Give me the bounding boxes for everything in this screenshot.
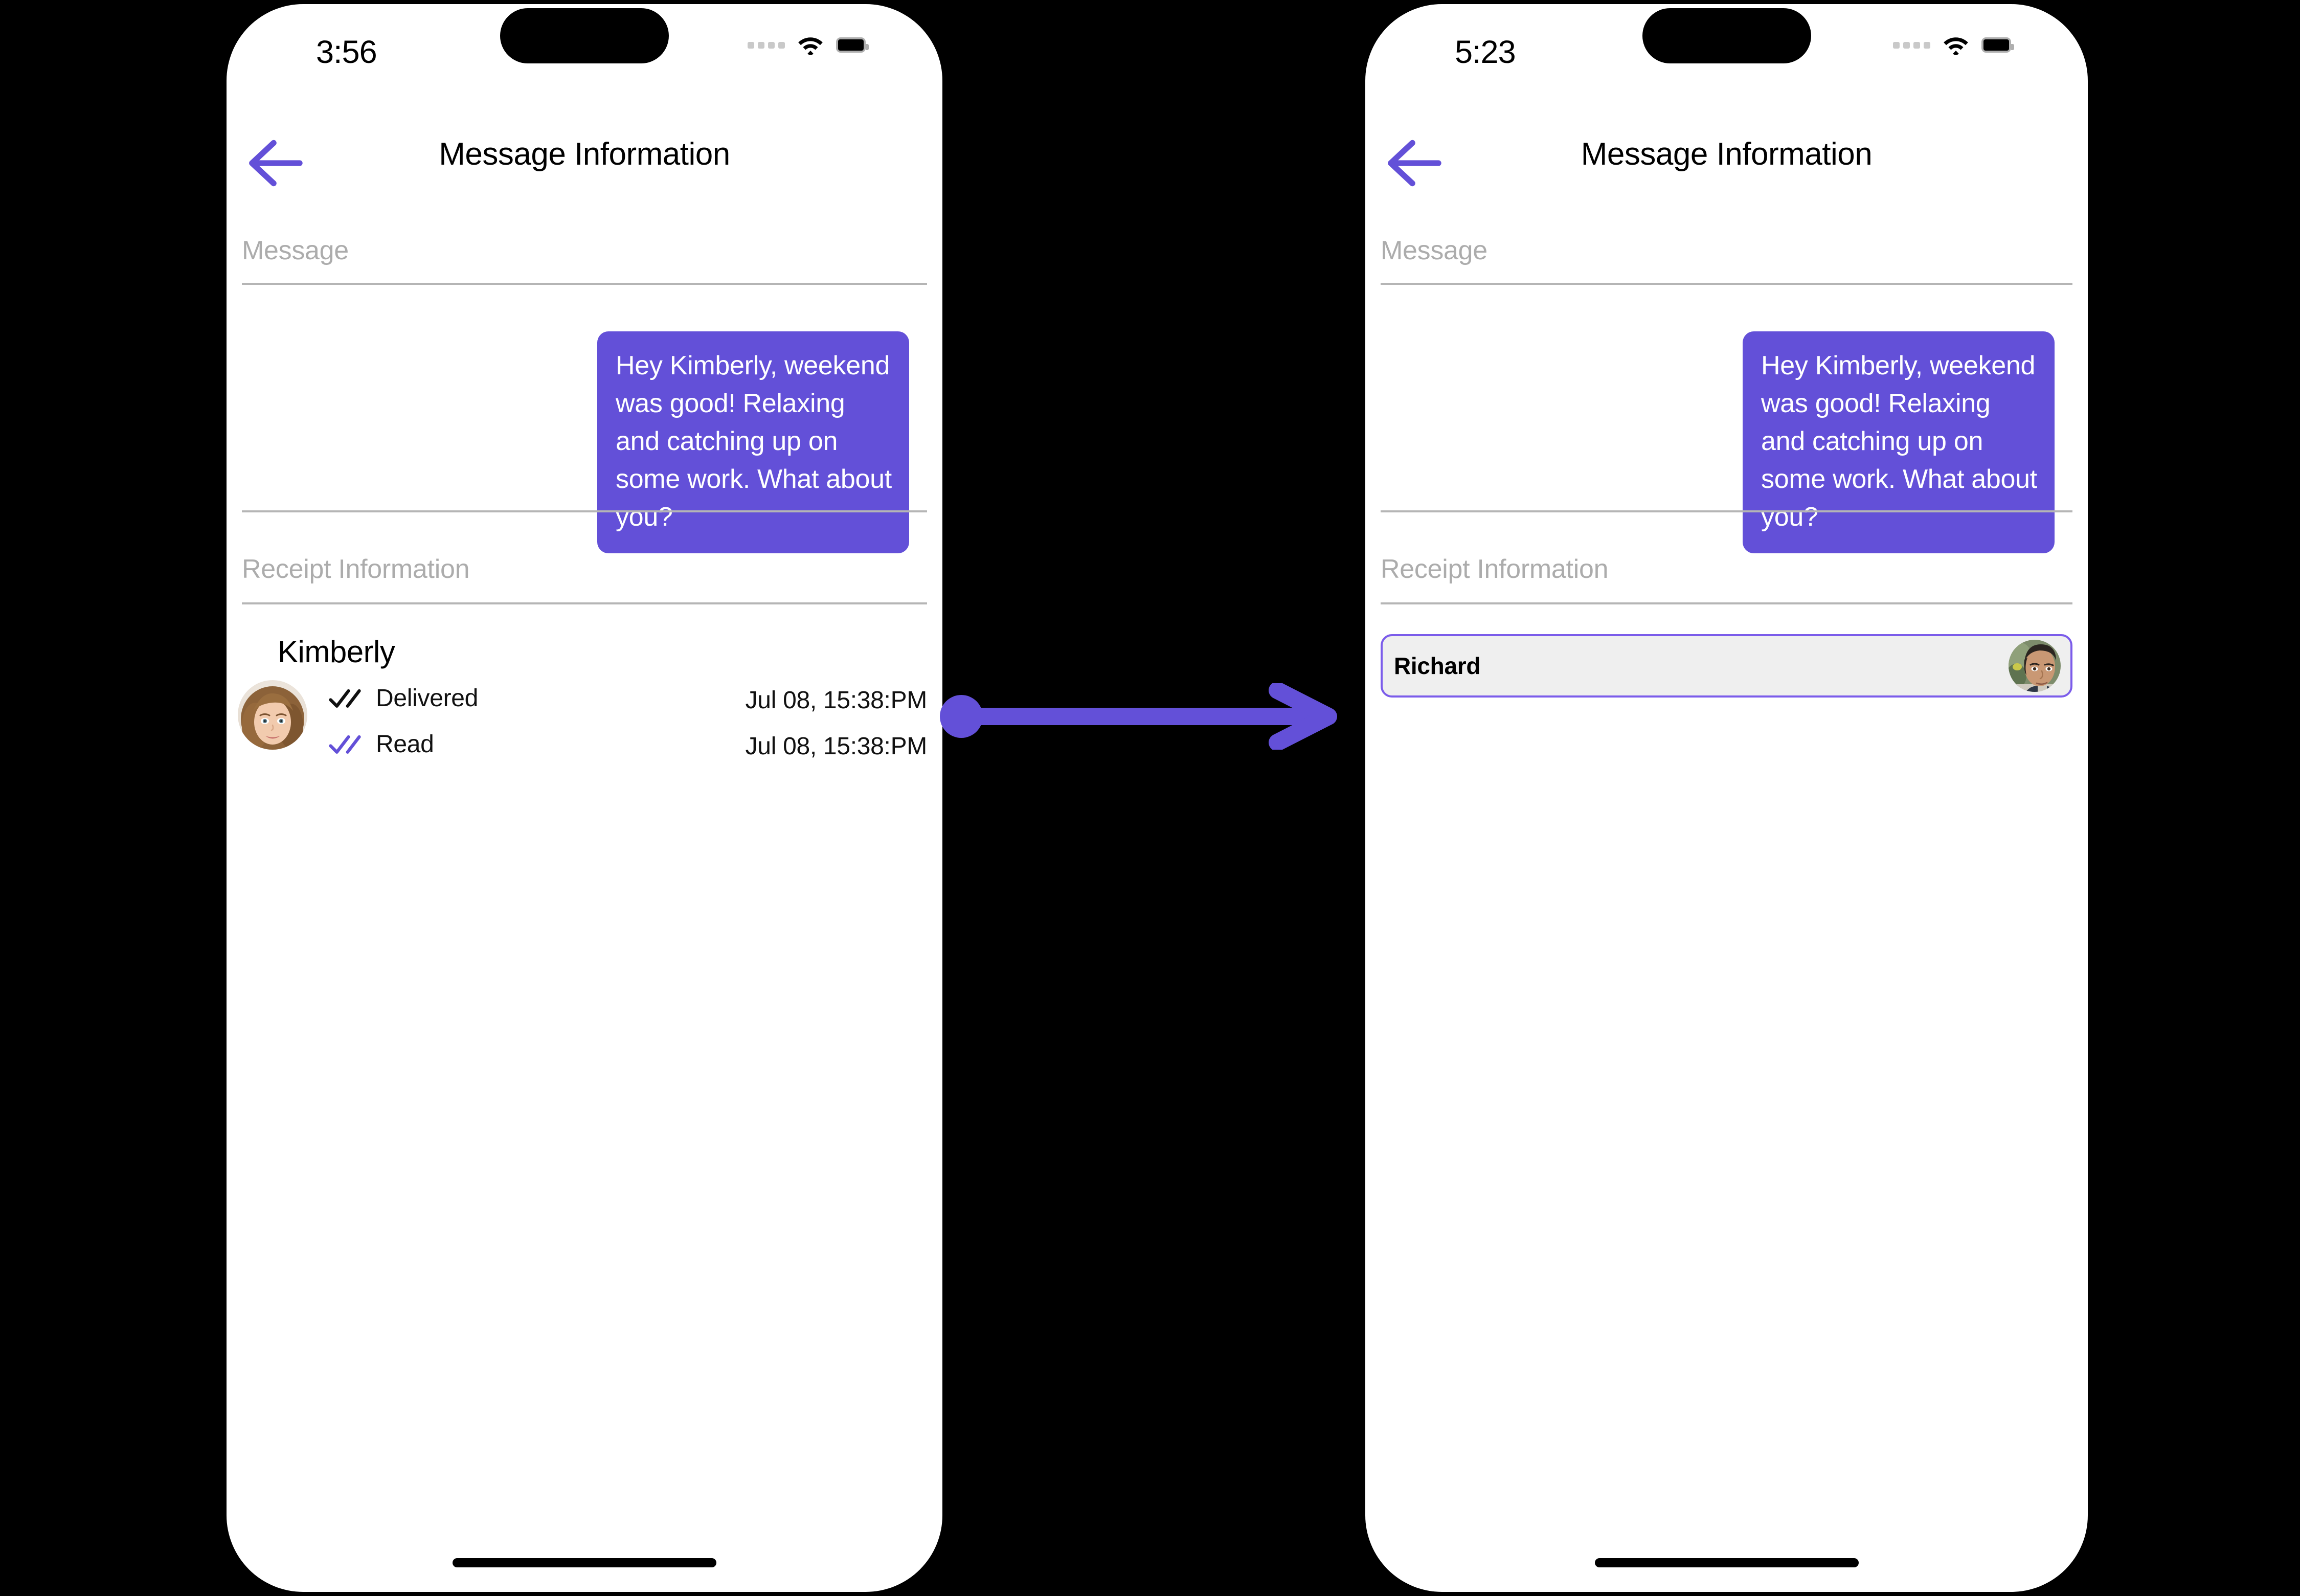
double-check-icon [329, 735, 361, 754]
divider-message [1381, 283, 2072, 285]
receipt-time-delivered: Jul 08, 15:38:PM [745, 687, 928, 714]
status-time: 3:56 [316, 34, 377, 70]
receipt-time-read: Jul 08, 15:38:PM [745, 733, 928, 760]
status-indicators [1893, 35, 2014, 55]
page-title: Message Information [1581, 137, 1873, 172]
divider-receipt [242, 602, 927, 604]
receipt-row-read: Read [329, 726, 434, 762]
double-check-icon [329, 689, 361, 708]
divider-receipt [1381, 602, 2072, 604]
arrow-left-icon[interactable] [1381, 135, 1447, 191]
status-time: 5:23 [1455, 34, 1516, 70]
divider-below-message [1381, 510, 2072, 512]
message-bubble: Hey Kimberly, weekend was good! Relaxing… [1743, 331, 2055, 553]
wifi-icon [1944, 37, 1968, 55]
section-label-message: Message [1381, 236, 1487, 265]
wifi-icon [798, 37, 823, 55]
cellular-dots-icon [1893, 41, 1930, 49]
home-indicator [453, 1558, 716, 1567]
arrow-left-icon[interactable] [242, 135, 308, 191]
page-title: Message Information [439, 137, 730, 172]
section-label-receipt: Receipt Information [242, 554, 470, 584]
avatar-kimberly [238, 680, 307, 750]
dynamic-island [500, 8, 669, 63]
phone-left: 3:56 Message Information Messa [227, 4, 942, 1592]
cellular-dots-icon [748, 41, 785, 49]
nav-bar-right: Message Information [1365, 132, 2088, 209]
battery-full-icon [836, 37, 869, 53]
contact-card-name: Richard [1394, 653, 1481, 679]
battery-full-icon [1981, 37, 2014, 53]
section-label-message: Message [242, 236, 349, 265]
receipt-status-label: Delivered [376, 684, 479, 712]
status-indicators [748, 35, 869, 55]
home-indicator [1594, 1558, 1859, 1567]
nav-bar-left: Message Information [227, 132, 942, 209]
receipt-status-label: Read [376, 730, 434, 758]
dynamic-island [1642, 8, 1811, 63]
receipt-contact-name: Kimberly [278, 635, 395, 669]
annotation-arrow [940, 683, 1337, 750]
phone-right: 5:23 Message Information Messa [1365, 4, 2088, 1592]
divider-below-message [242, 510, 927, 512]
message-bubble: Hey Kimberly, weekend was good! Relaxing… [597, 331, 909, 553]
section-label-receipt: Receipt Information [1381, 554, 1609, 584]
contact-card-richard[interactable]: Richard [1381, 634, 2072, 698]
status-bar-left: 3:56 [227, 4, 942, 96]
avatar-richard [2009, 640, 2061, 692]
status-bar-right: 5:23 [1365, 4, 2088, 96]
divider-message [242, 283, 927, 285]
receipt-row-delivered: Delivered [329, 680, 478, 716]
